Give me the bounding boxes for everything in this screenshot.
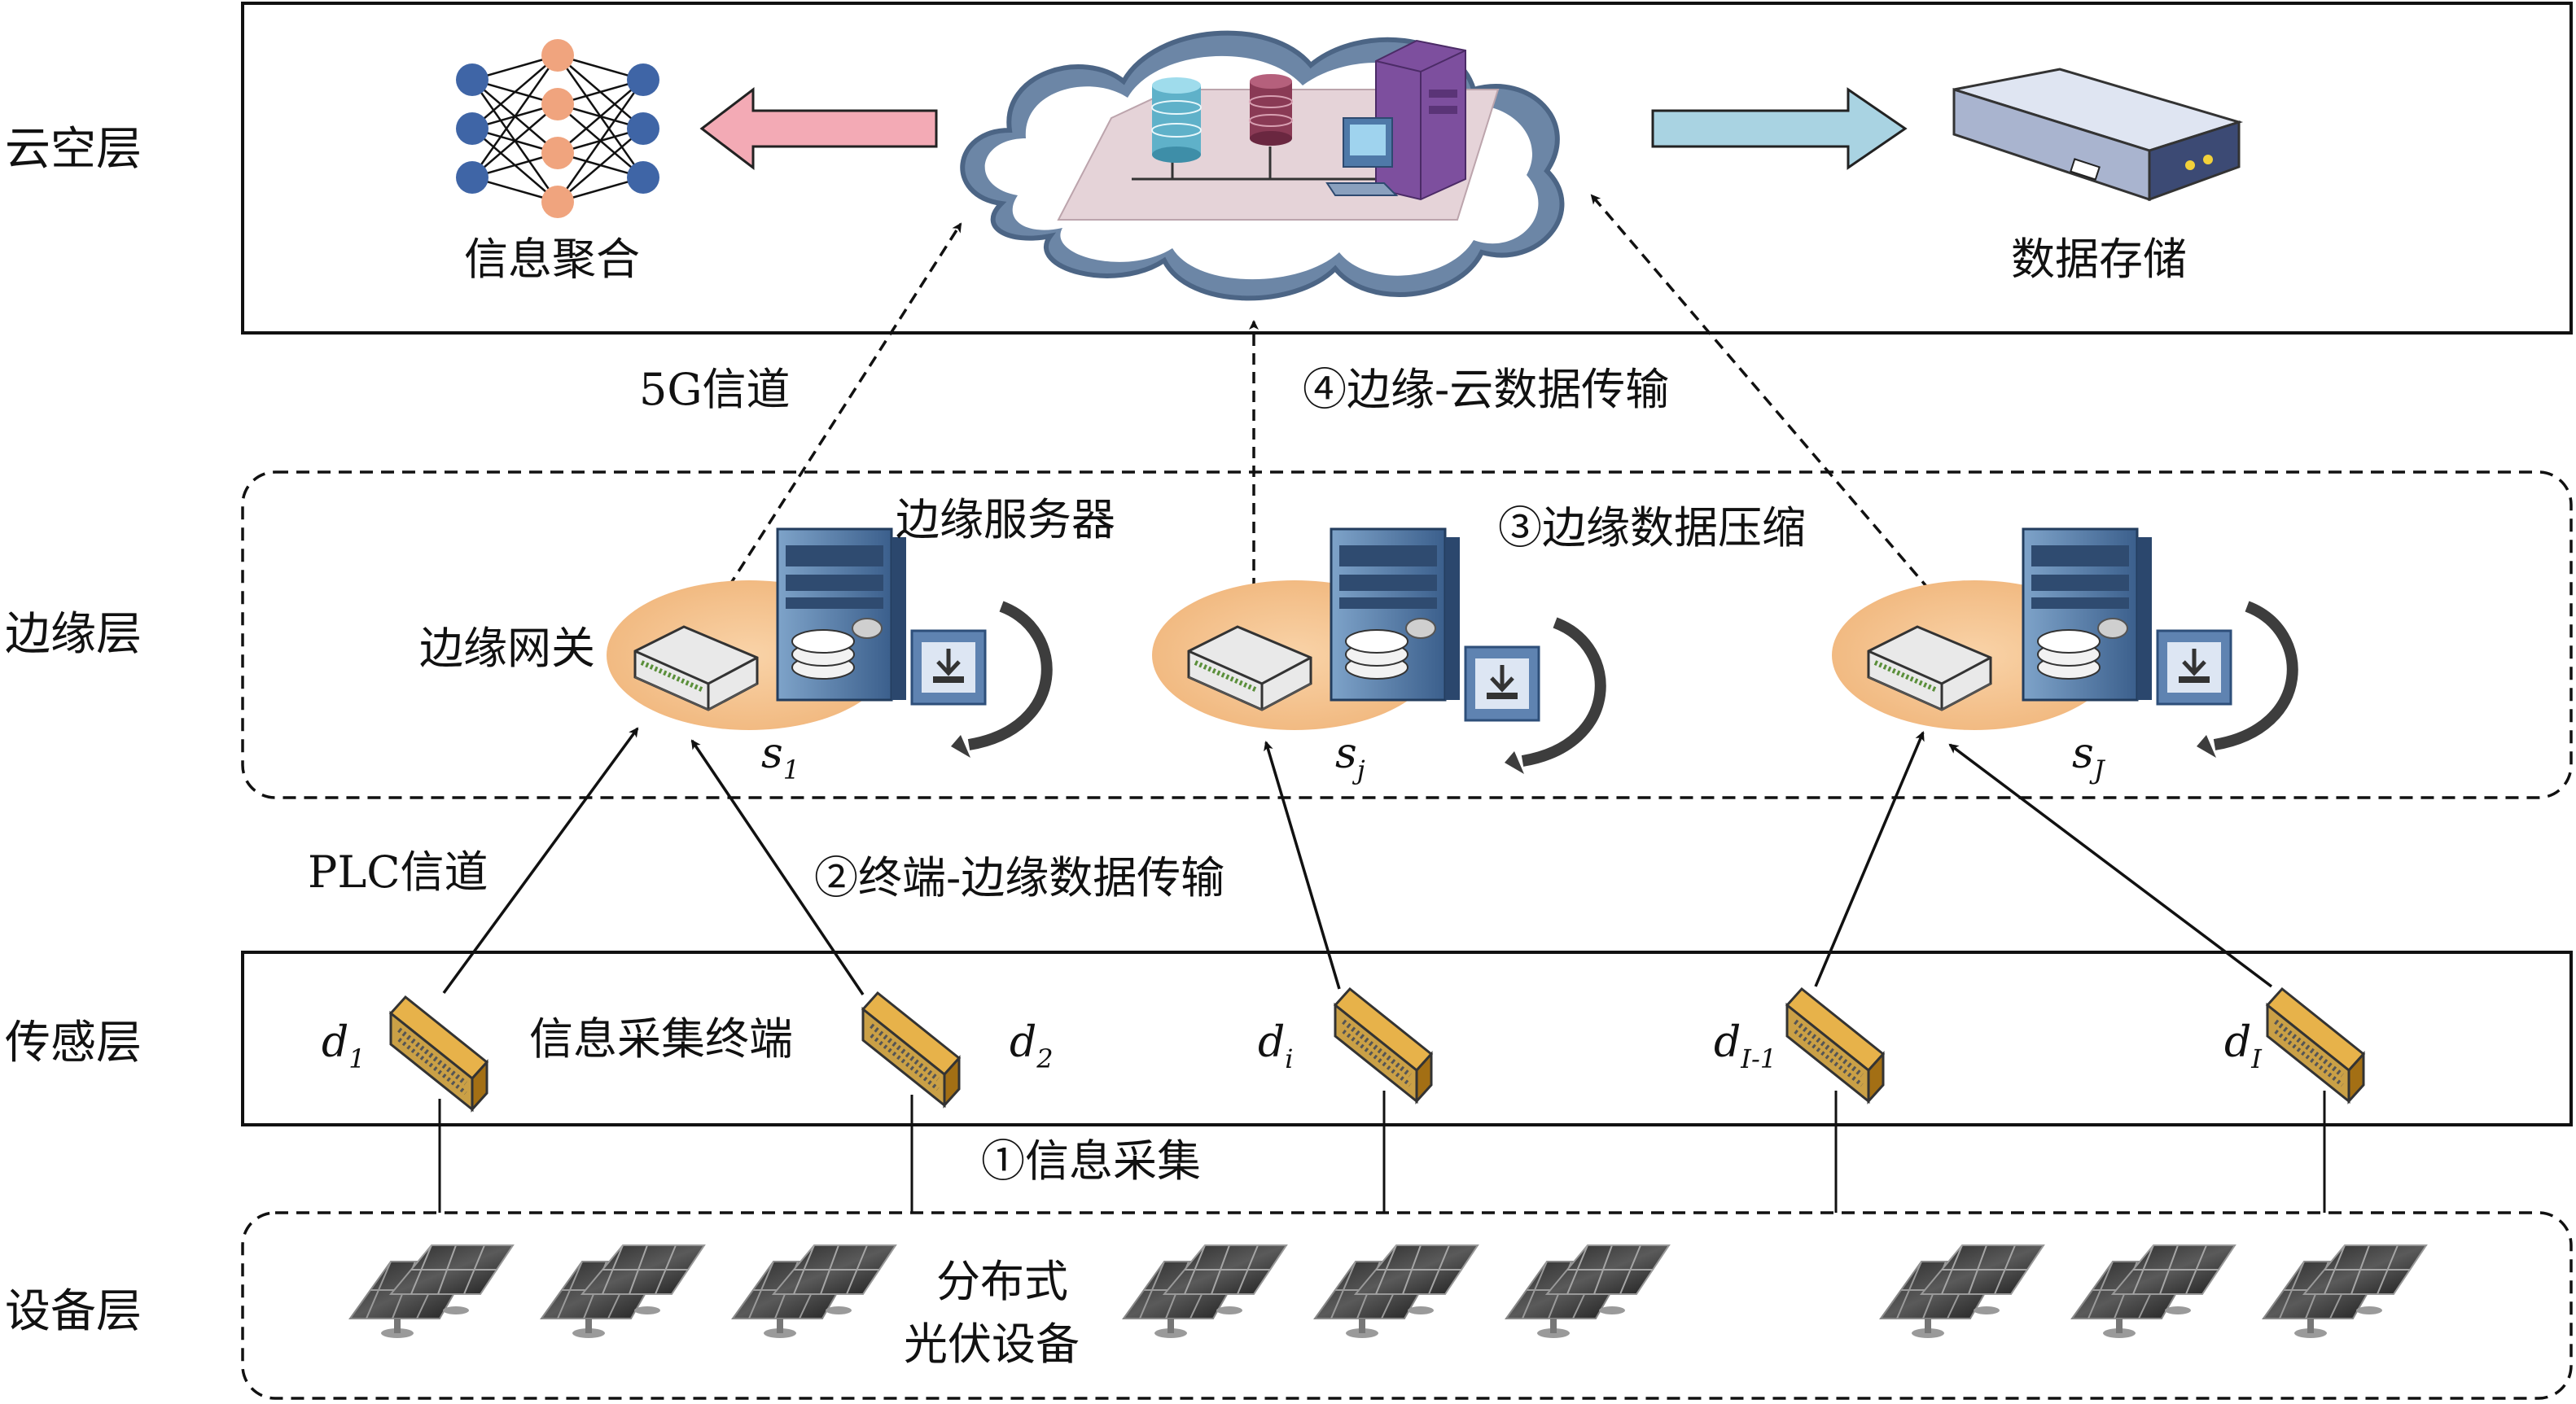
pv-panels xyxy=(349,1244,2427,1339)
plc-channel-label: PLC信道 xyxy=(308,846,488,898)
terminal-di xyxy=(1335,989,1431,1101)
step1-label: ①信息采集 xyxy=(981,1135,1201,1187)
layer-label-cloud: 云空层 xyxy=(5,123,142,176)
step3-label: ③边缘数据压缩 xyxy=(1498,502,1806,553)
layer-label-edge: 边缘层 xyxy=(5,608,142,661)
layer-label-sensing: 传感层 xyxy=(5,1017,142,1069)
collection-wires xyxy=(438,1091,2326,1213)
terminal-dI-1 xyxy=(1787,989,1883,1101)
terminal-d2 xyxy=(863,993,959,1105)
edge-server-label: 边缘服务器 xyxy=(896,494,1115,545)
device-label-d1: d1 xyxy=(322,1018,366,1074)
pv-label-line2: 光伏设备 xyxy=(904,1319,1080,1370)
fiveg-link-1 xyxy=(707,222,962,619)
step2-label: ②终端-边缘数据传输 xyxy=(814,852,1225,903)
pink-arrow xyxy=(699,86,938,171)
device-layer-frame xyxy=(241,1211,2573,1400)
edge-node-j xyxy=(1152,527,1601,774)
plc-link-dI-1 xyxy=(1814,731,1925,987)
node-label-s1: s1 xyxy=(761,729,800,785)
device-label-d2: d2 xyxy=(1010,1018,1054,1074)
terminal-label: 信息采集终端 xyxy=(529,1013,793,1065)
edge-gateway-label: 边缘网关 xyxy=(419,623,595,674)
edge-node-J xyxy=(1832,527,2293,758)
edge-layer-frame xyxy=(241,470,2573,799)
plc-link-d1 xyxy=(442,727,639,995)
layer-label-device: 设备层 xyxy=(5,1285,142,1338)
data-storage-label: 数据存储 xyxy=(2011,234,2187,285)
device-label-dI: dI xyxy=(2224,1018,2262,1074)
device-label-di: di xyxy=(1258,1018,1294,1074)
cloud-icon xyxy=(960,30,1565,301)
plc-link-di xyxy=(1264,741,1341,990)
device-label-dI-1: dI-1 xyxy=(1714,1018,1777,1074)
plc-link-dI xyxy=(1948,743,2273,988)
blue-arrow xyxy=(1651,87,1908,170)
node-label-sj: sj xyxy=(1335,729,1365,785)
fiveg-channel-label: 5G信道 xyxy=(639,364,791,415)
sensing-layer-frame xyxy=(241,951,2573,1126)
step4-label: ④边缘-云数据传输 xyxy=(1303,364,1670,415)
storage-server-icon xyxy=(1952,68,2244,202)
edge-node-1 xyxy=(607,527,1047,758)
cloud-layer-frame xyxy=(241,2,2573,335)
info-aggregation-label: 信息聚合 xyxy=(464,234,640,285)
node-label-sJ: sJ xyxy=(2072,729,2105,785)
plc-link-d2 xyxy=(690,739,865,995)
terminal-dI xyxy=(2267,989,2364,1101)
terminal-d1 xyxy=(391,997,487,1109)
pv-label-line1: 分布式 xyxy=(936,1256,1068,1307)
neural-network-icon xyxy=(456,39,659,218)
